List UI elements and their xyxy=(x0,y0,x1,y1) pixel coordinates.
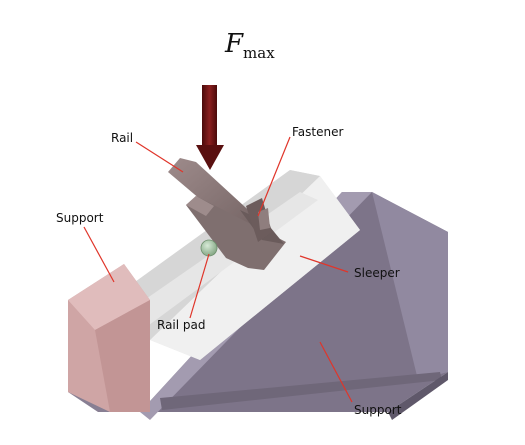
rail-pad xyxy=(200,239,218,257)
support-left-block xyxy=(68,264,150,412)
leader-sleeper xyxy=(299,255,349,273)
label-support-left: Support xyxy=(56,211,104,225)
label-fastener: Fastener xyxy=(292,125,343,139)
leader-rail xyxy=(135,141,184,173)
leader-fastener xyxy=(257,136,291,217)
leader-rail-pad xyxy=(189,253,210,319)
leader-lines xyxy=(83,136,353,403)
label-rail: Rail xyxy=(111,131,133,145)
force-subscript: max xyxy=(243,44,275,62)
label-support-bottom: Support xyxy=(354,403,402,417)
leader-support-bottom xyxy=(319,341,353,403)
force-symbol: F xyxy=(224,29,244,59)
load-arrow-icon xyxy=(196,85,224,170)
force-label: Fmax xyxy=(224,29,275,62)
leader-support-left xyxy=(83,226,115,283)
fastener xyxy=(246,198,272,242)
label-rail-pad: Rail pad xyxy=(157,318,206,332)
label-sleeper: Sleeper xyxy=(354,266,400,280)
